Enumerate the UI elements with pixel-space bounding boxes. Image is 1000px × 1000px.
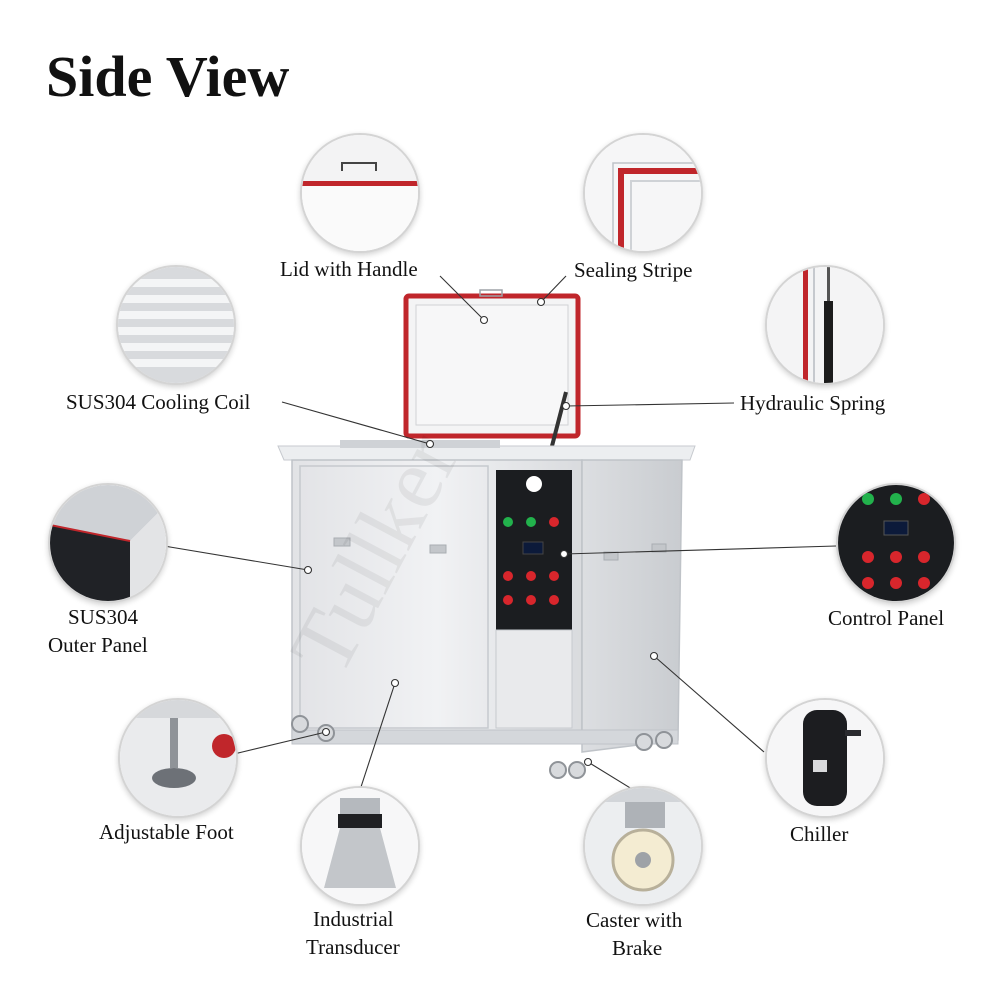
label-chiller: Chiller [790, 822, 849, 846]
lid [403, 289, 581, 439]
hydraulic-spring-detail [765, 265, 885, 385]
transducer-detail [300, 786, 420, 906]
outer-panel-detail [48, 483, 168, 603]
page-title: Side View [46, 44, 290, 109]
label-outer-panel-line1: SUS304 [68, 605, 139, 629]
label-adjustable-foot: Adjustable Foot [99, 820, 234, 844]
label-lid-with-handle: Lid with Handle [280, 257, 418, 281]
label-transducer-line2: Transducer [306, 935, 400, 959]
label-sealing-stripe: Sealing Stripe [574, 258, 693, 282]
label-control-panel: Control Panel [828, 606, 945, 630]
caster-detail [583, 786, 703, 906]
label-transducer-line1: Industrial [313, 907, 394, 931]
label-hydraulic-spring: Hydraulic Spring [740, 391, 886, 415]
label-caster-line1: Caster with [586, 908, 683, 932]
control-panel-detail [836, 483, 956, 603]
top-deck [277, 440, 696, 461]
chiller-detail [765, 698, 885, 818]
front-control-panel [495, 470, 573, 729]
lid-handle-detail [300, 133, 420, 253]
label-outer-panel-line2: Outer Panel [48, 633, 148, 657]
adjustable-foot-detail [118, 698, 238, 818]
hydraulic-spring-rod [550, 391, 568, 447]
label-caster-line2: Brake [612, 936, 663, 960]
label-cooling-coil: SUS304 Cooling Coil [66, 390, 251, 414]
sealing-stripe-detail [583, 133, 703, 253]
cooling-coil-detail [116, 265, 236, 385]
